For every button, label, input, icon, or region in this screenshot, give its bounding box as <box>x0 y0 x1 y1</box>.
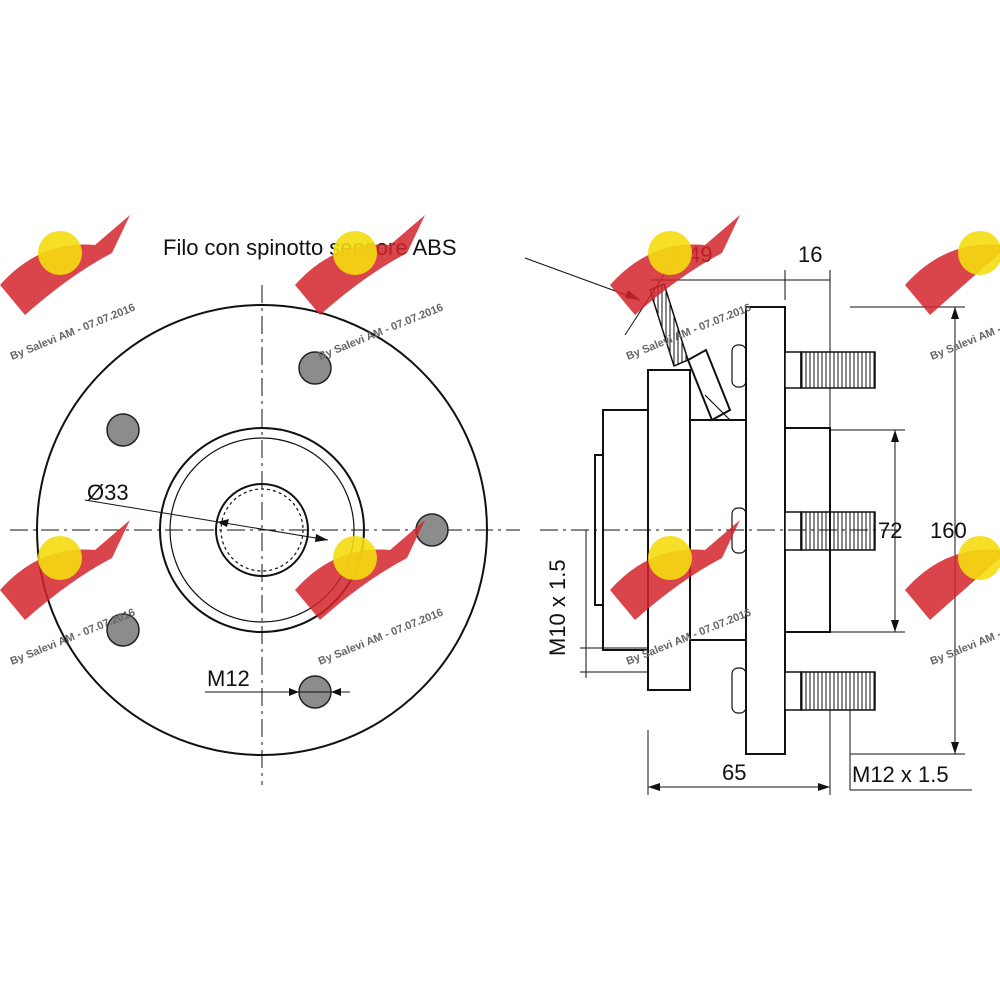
watermarks: By Salevi AM - 07.07.2016 By Salevi AM -… <box>0 215 1000 668</box>
dim-160-label: 160 <box>930 518 967 543</box>
watermark-logo-3 <box>610 215 740 315</box>
front-bolt-arrow-r <box>331 688 341 696</box>
flange-slot-1 <box>731 344 747 388</box>
watermark-logo-5 <box>0 520 130 620</box>
front-bolt-label: M12 <box>207 666 250 691</box>
dim-65-arrow-l <box>648 783 660 791</box>
stud-thread-1 <box>800 351 876 389</box>
stud-hole-3 <box>415 513 449 547</box>
abs-sensor-mount <box>704 394 731 421</box>
bore-diameter-arrow-2 <box>217 519 229 527</box>
watermark-text-6: By Salevi AM - 07.07.2016 <box>317 607 445 668</box>
watermark-logo-8 <box>905 520 1000 620</box>
flange-slot-3 <box>731 667 747 714</box>
watermark-text-7: By Salevi AM - 07.07.2016 <box>625 607 753 668</box>
bore-diameter-label: Ø33 <box>87 480 129 505</box>
m12-thread-label: M12 x 1.5 <box>852 762 949 787</box>
watermark-logo-2 <box>295 215 425 315</box>
dim-72-arrow-b <box>891 620 899 632</box>
watermark-text-4: By Salevi AM - 07.07.2016 <box>929 302 1000 363</box>
watermark-logo-1 <box>0 215 130 315</box>
stud-hole-2 <box>106 413 140 447</box>
stud-thread-3 <box>800 671 876 711</box>
watermark-text-3: By Salevi AM - 07.07.2016 <box>625 302 753 363</box>
dim-72-arrow-t <box>891 430 899 442</box>
dim-160-arrow-b <box>951 742 959 754</box>
stud-head-1 <box>784 351 802 389</box>
watermark-logo-7 <box>610 520 740 620</box>
dim-65-label: 65 <box>722 760 746 785</box>
stud-head-2 <box>784 511 802 551</box>
abs-sensor-body <box>686 348 732 422</box>
bore-diameter-arrow <box>315 534 328 542</box>
m10-thread-label: M10 x 1.5 <box>545 559 570 656</box>
watermark-text-8: By Salevi AM - 07.07.2016 <box>929 607 1000 668</box>
watermark-logo-6 <box>295 520 425 620</box>
stud-hole-4 <box>106 613 140 647</box>
stud-hole-1 <box>298 351 332 385</box>
watermark-logo-4 <box>905 215 1000 315</box>
watermark-text-2: By Salevi AM - 07.07.2016 <box>317 302 445 363</box>
front-view: Ø33 M12 <box>10 285 520 785</box>
dim-72-label: 72 <box>878 518 902 543</box>
bore-diameter-leader <box>84 499 329 541</box>
dim-16-label: 16 <box>798 242 822 267</box>
dim-65-arrow-r <box>818 783 830 791</box>
dim-160-arrow-t <box>951 307 959 319</box>
stud-head-3 <box>784 671 802 711</box>
side-view <box>540 282 900 755</box>
stud-thread-2 <box>800 511 876 551</box>
front-bolt-arrow-l <box>289 688 299 696</box>
